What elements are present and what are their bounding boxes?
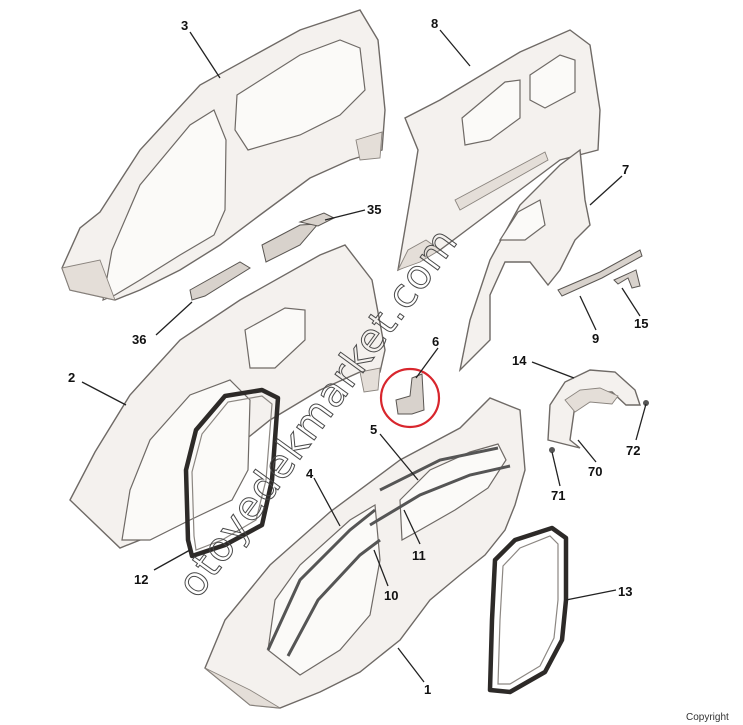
part-4-molding	[266, 508, 376, 651]
callout-70: 70	[588, 464, 602, 479]
part-7-wheel-arch-panel	[454, 148, 591, 373]
callout-2: 2	[68, 370, 75, 385]
leader-lines	[81, 29, 647, 683]
part-5-molding	[379, 446, 499, 492]
callout-12: 12	[134, 572, 148, 587]
part-6-bracket	[379, 367, 441, 429]
part-9-bracket-strip	[557, 249, 643, 297]
part-36-trim-strip	[189, 261, 251, 301]
callout-13: 13	[618, 584, 632, 599]
callout-labels: 3 8 7 35 36 15 9 6 2 14 5 72 4 70 71 11 …	[68, 16, 648, 697]
callout-72: 72	[626, 443, 640, 458]
part-3-side-panel	[61, 9, 386, 301]
callout-11: 11	[412, 548, 426, 563]
callout-7: 7	[622, 162, 629, 177]
part-14-wheel-arch-liner	[547, 369, 649, 453]
callout-71: 71	[551, 488, 565, 503]
part-12-door-seal	[183, 387, 281, 559]
callout-5: 5	[370, 422, 377, 437]
part-11-molding	[369, 464, 511, 527]
part-10-molding	[286, 538, 381, 657]
callout-35: 35	[367, 202, 381, 217]
callout-4: 4	[306, 466, 314, 481]
callout-3: 3	[181, 18, 188, 33]
callout-14: 14	[512, 353, 527, 368]
part-15-small-bracket	[613, 269, 641, 289]
part-13-window-seal	[487, 525, 569, 695]
callout-1: 1	[424, 682, 431, 697]
part-35-trim-strips	[261, 212, 336, 263]
callout-15: 15	[634, 316, 648, 331]
part-8-rear-panel	[397, 29, 601, 272]
callout-36: 36	[132, 332, 146, 347]
callout-8: 8	[431, 16, 438, 31]
callout-6: 6	[432, 334, 439, 349]
callout-9: 9	[592, 331, 599, 346]
callout-10: 10	[384, 588, 398, 603]
part-6-highlight-circle	[379, 367, 441, 429]
copyright-text: Copyright	[686, 712, 729, 723]
